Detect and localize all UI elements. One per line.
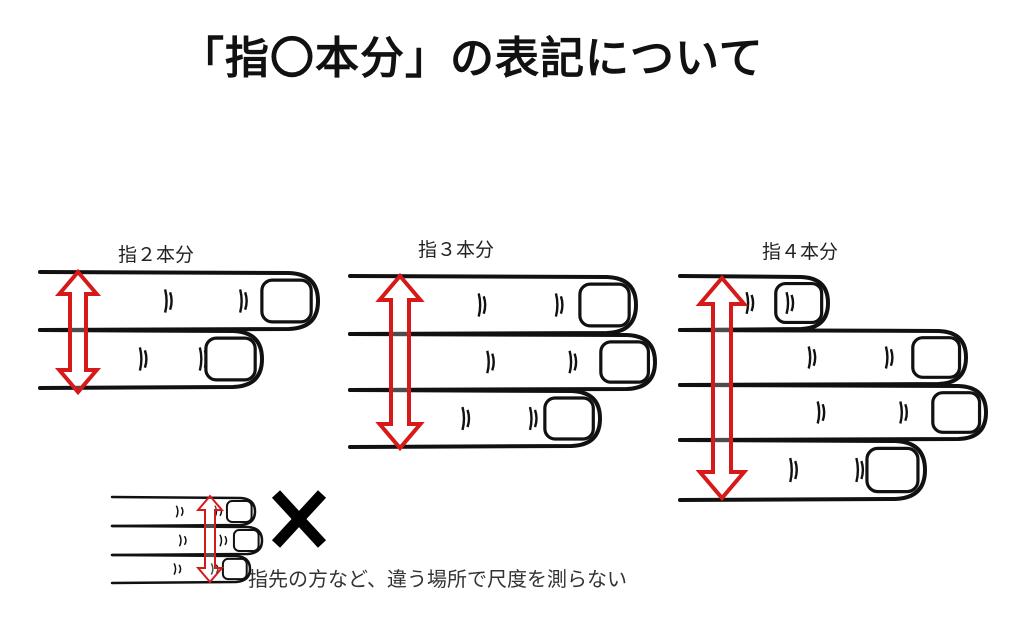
fingernail [911,336,962,379]
finger-outline [110,524,264,557]
measure-arrow-three-fingers [375,272,425,452]
measure-arrow-four-fingers [695,274,749,502]
knuckle-wrinkle [486,350,495,374]
label-four-fingers: 指４本分 [762,241,839,263]
finger-outline [678,274,831,332]
measure-arrow-wrong [195,494,225,584]
finger-outline [38,270,321,332]
label-two-fingers: 指２本分 [118,244,195,266]
fingernail [774,281,824,325]
fingernail [260,278,313,324]
fingernail [599,340,651,384]
finger-outline [678,438,928,502]
finger-outline [110,495,257,528]
four-finger-hand [678,274,989,502]
fingernail [578,282,631,328]
wrong-example-note: 指先の方など、違う場所で尺度を測らない [248,567,627,591]
knuckle-wrinkle [568,350,578,374]
knuckle-wrinkle [175,505,184,518]
three-finger-hand [348,274,658,449]
fingernail [225,500,253,523]
page-title: 「指〇本分」の表記について [180,33,764,84]
knuckle-wrinkle [173,563,182,575]
wrong-mark-icon [271,490,327,548]
x-stroke [271,490,327,548]
fingernail [221,557,248,581]
knuckle-wrinkle [461,406,471,431]
knuckle-wrinkle [554,293,564,317]
knuckle-wrinkle [807,346,817,369]
knuckle-wrinkle [238,289,248,313]
knuckle-wrinkle [789,457,798,483]
finger-outline [348,274,639,336]
finger-outline [678,383,989,442]
fingernail [931,391,982,434]
knuckle-wrinkle [899,401,909,424]
knuckle-wrinkle [884,346,894,369]
knuckle-wrinkle [528,406,538,431]
finger-outline [38,328,265,390]
finger-outline [348,332,658,392]
label-three-fingers: 指３本分 [418,239,495,261]
finger-outline [110,553,252,585]
knuckle-wrinkle [163,289,173,313]
knuckle-wrinkle [178,534,187,547]
fingernail [204,336,257,382]
knuckle-wrinkle [855,457,865,483]
knuckle-wrinkle [785,291,795,315]
knuckle-wrinkle [745,291,755,315]
knuckle-wrinkle [198,347,208,371]
finger-outline [348,388,603,449]
fingernail [865,446,920,494]
wrong-example-hand [110,495,264,585]
two-finger-hand [38,270,321,390]
fingernail [543,396,595,441]
measure-arrow-two-fingers [54,268,102,396]
knuckle-wrinkle [477,293,487,317]
fingernail [232,529,260,552]
finger-outline [678,328,969,387]
knuckle-wrinkle [816,401,826,424]
knuckle-wrinkle [219,534,228,547]
knuckle-wrinkle [138,347,148,371]
